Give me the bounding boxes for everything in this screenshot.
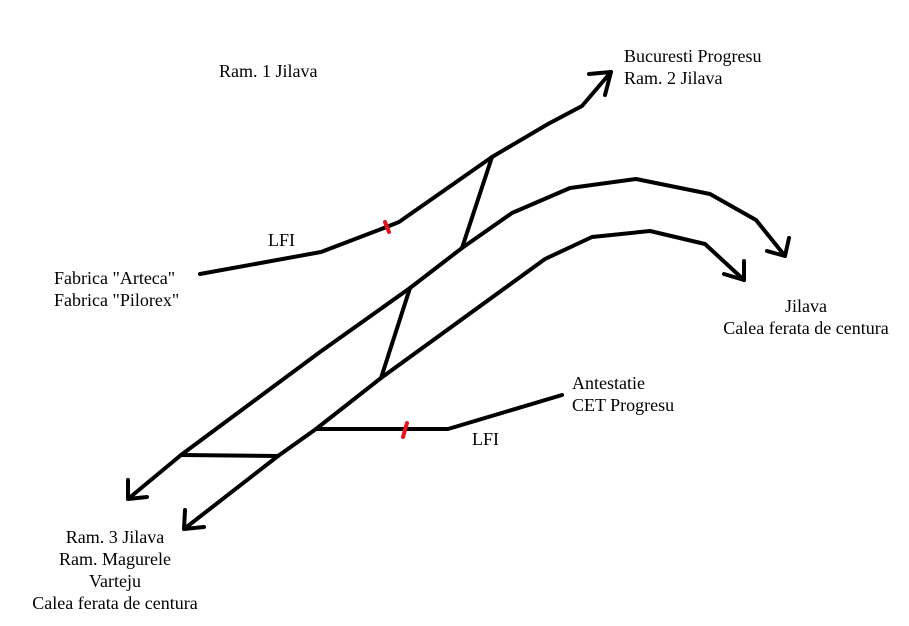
siding-lfi-lower (314, 393, 564, 431)
label-line: Calea ferata de centura (723, 318, 889, 338)
label-line: Ram. 2 Jilava (624, 68, 723, 88)
label-lfi-lower: LFI (472, 429, 499, 449)
arrowhead-right-upper (765, 236, 791, 258)
label-line: Jilava (785, 296, 827, 316)
label-line: Antestatie (572, 373, 645, 393)
label-line: Calea ferata de centura (32, 593, 198, 613)
label-jilava-centura: Jilava Calea ferata de centura (711, 295, 901, 339)
arrowhead-bottom-left-2 (182, 508, 206, 531)
label-line: Varteju (89, 571, 141, 591)
arrowhead-bottom-left-1 (126, 478, 149, 501)
label-line: Bucuresti Progresu (624, 46, 762, 66)
label-factories: Fabrica "Arteca" Fabrica "Pilorex" (54, 267, 179, 311)
siding-lfi-upper (198, 226, 386, 276)
crossover-bottom (179, 453, 280, 458)
label-bucuresti-progresu: Bucuresti Progresu Ram. 2 Jilava (624, 45, 761, 89)
second-track (460, 177, 787, 258)
second-track-lower (182, 286, 412, 531)
arrowhead-right-lower (722, 259, 746, 282)
label-cet-progresu: Antestatie CET Progresu (572, 372, 674, 416)
third-track (379, 229, 746, 380)
label-line: Ram. Magurele (59, 549, 171, 569)
label-line: Fabrica "Pilorex" (54, 290, 180, 310)
label-line: CET Progresu (572, 395, 675, 415)
arrowhead-top (587, 70, 613, 97)
label-lfi-upper: LFI (268, 230, 295, 250)
label-bottom-destinations: Ram. 3 Jilava Ram. Magurele Varteju Cale… (10, 526, 220, 614)
label-line: Fabrica "Arteca" (54, 268, 176, 288)
main-track-lower (126, 155, 494, 501)
label-ram1-jilava: Ram. 1 Jilava (219, 61, 318, 81)
lfi-marker-lower (401, 421, 409, 439)
label-line: Ram. 3 Jilava (65, 527, 165, 547)
lfi-marker-upper (383, 220, 391, 234)
main-track-upper (382, 70, 613, 230)
